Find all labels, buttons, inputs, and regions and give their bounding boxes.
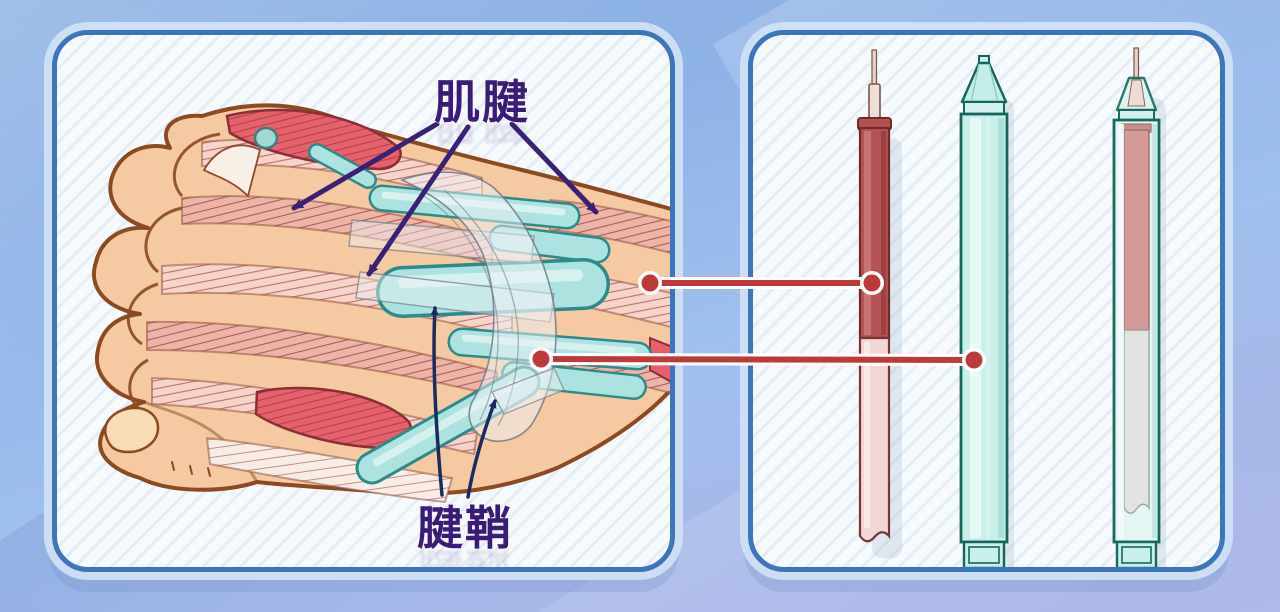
tendon-fan	[202, 144, 262, 198]
assembled-end-cap-inner	[1121, 546, 1152, 564]
label-tendon: 肌腱	[434, 76, 530, 128]
refill-ink-shade	[881, 131, 886, 335]
sheath-nodule	[253, 126, 279, 150]
barrel-end-cap	[962, 540, 1006, 567]
pen-assembled	[1112, 47, 1161, 567]
pens-illustration	[857, 47, 1166, 567]
barrel-highlight-2	[986, 118, 990, 538]
barrel-highlight	[970, 118, 981, 538]
label-sheath: 腱鞘	[417, 502, 513, 554]
barrel-cone	[960, 61, 1008, 104]
refill-ink-highlight	[864, 131, 871, 335]
tendon-pointer-arrows	[291, 121, 599, 277]
label-sheath-reflection: 腱鞘	[345, 550, 585, 567]
refill-tip-holder	[868, 83, 881, 121]
assembled-refill-empty	[1123, 329, 1150, 514]
thumb-details	[103, 406, 211, 477]
refill-tip-needle	[871, 49, 878, 87]
pens-panel	[748, 30, 1225, 572]
pen-refill	[857, 49, 892, 543]
assembled-inner-tip	[1127, 79, 1146, 107]
assembled-end-cap	[1115, 540, 1158, 567]
red-muscles	[225, 108, 670, 450]
barrel-end-cap-inner	[968, 546, 1000, 564]
barrel-cone-facets	[970, 63, 999, 103]
assembled-barrel-shade	[1152, 124, 1157, 538]
barrel-shade	[998, 118, 1004, 538]
assembled-barrel-highlight	[1118, 124, 1124, 538]
assembled-collar	[1118, 109, 1155, 121]
sheath-pointer-lines	[430, 306, 497, 499]
label-tendon-reflection: 肌腱	[362, 124, 602, 158]
assembled-tip-needle	[1133, 47, 1140, 81]
anatomy-panel: 肌腱 肌腱 腱鞘 腱鞘	[52, 30, 675, 572]
barrel-neck-ring	[963, 101, 1005, 115]
refill-empty-highlight	[864, 342, 870, 528]
assembled-refill-ink	[1123, 129, 1150, 331]
pen-barrel	[959, 55, 1009, 567]
